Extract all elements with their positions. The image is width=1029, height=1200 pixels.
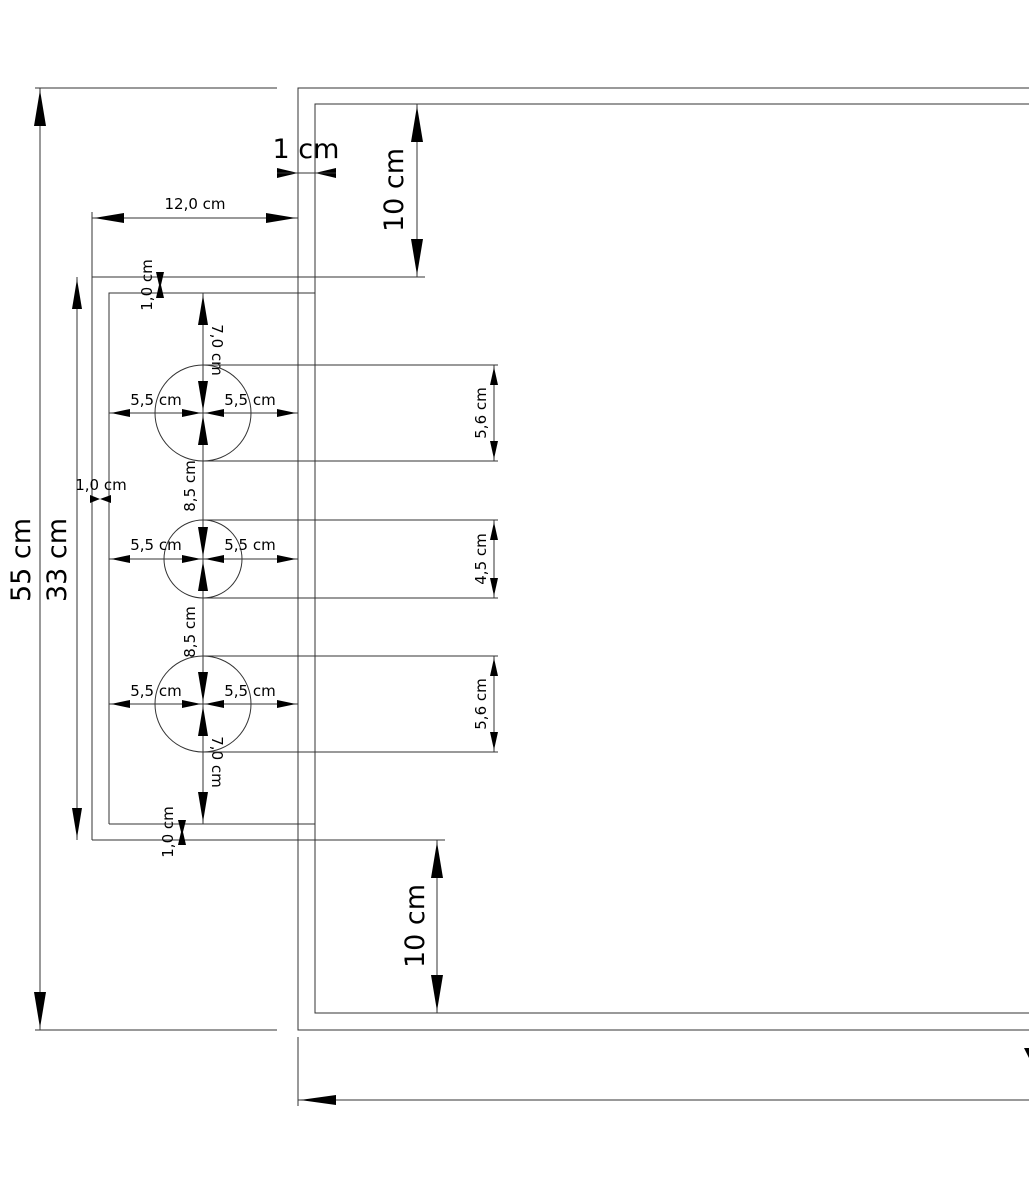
dimension-margins: 1,0 cm 1,0 cm 1,0 cm: [75, 259, 186, 858]
label-panel-height: 33 cm: [42, 518, 73, 602]
label-hole3-left: 5,5 cm: [130, 682, 181, 700]
dimension-offset-top: 10 cm: [379, 104, 423, 277]
label-panel-width: 12,0 cm: [164, 195, 225, 213]
label-hole3-right: 5,5 cm: [224, 682, 275, 700]
hole-3: 5,5 cm 5,5 cm 5,6 cm: [109, 655, 498, 753]
dimension-total-width: [297, 1012, 1029, 1106]
label-hole2-right: 5,5 cm: [224, 536, 275, 554]
dimension-panel-width: 12,0 cm: [91, 195, 298, 272]
dimension-wall: 1 cm: [273, 134, 340, 178]
label-hole3-diameter: 5,6 cm: [472, 678, 490, 729]
label-offset-bottom: 10 cm: [400, 884, 431, 968]
label-hole1-right: 5,5 cm: [224, 391, 275, 409]
label-hole2-left: 5,5 cm: [130, 536, 181, 554]
label-hole1-to-hole2: 8,5 cm: [181, 460, 199, 511]
label-hole2-diameter: 4,5 cm: [472, 533, 490, 584]
hole-2: 5,5 cm 5,5 cm 4,5 cm: [109, 519, 498, 599]
label-hole2-to-hole3: 8,5 cm: [181, 606, 199, 657]
hole-1: 5,5 cm 5,5 cm 5,6 cm: [109, 364, 498, 462]
dimension-panel-height: 33 cm: [42, 277, 82, 840]
dimension-hole-spacing: 7,0 cm 8,5 cm 8,5 cm 7,0 cm: [181, 293, 226, 824]
label-hole3-to-bottom: 7,0 cm: [208, 736, 226, 787]
label-offset-top: 10 cm: [379, 148, 410, 232]
label-wall: 1 cm: [273, 134, 340, 165]
dimension-total-height: 55 cm: [6, 87, 277, 1031]
label-margin-top: 1,0 cm: [138, 259, 156, 310]
label-margin-side: 1,0 cm: [75, 476, 126, 494]
label-hole1-left: 5,5 cm: [130, 391, 181, 409]
dimension-offset-bottom: 10 cm: [400, 840, 443, 1013]
label-total-height: 55 cm: [6, 518, 37, 602]
label-hole1-diameter: 5,6 cm: [472, 387, 490, 438]
label-top-to-hole1: 7,0 cm: [208, 324, 226, 375]
label-margin-bottom: 1,0 cm: [159, 806, 177, 857]
panel: [91, 272, 445, 841]
